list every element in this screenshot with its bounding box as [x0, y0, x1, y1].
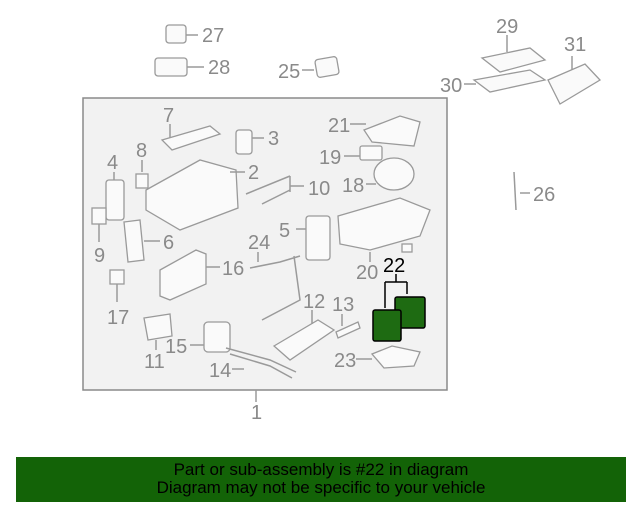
part-26[interactable]: [513, 171, 530, 211]
part-30[interactable]: [464, 69, 547, 93]
part-15[interactable]: [190, 321, 231, 353]
part-4[interactable]: [105, 172, 125, 221]
part-12[interactable]: [272, 310, 336, 361]
part-8[interactable]: [135, 160, 149, 189]
part-10[interactable]: [245, 175, 304, 205]
part-7[interactable]: [160, 124, 222, 151]
label-4: 4: [107, 152, 118, 174]
label-14: 14: [209, 360, 231, 382]
banner-line-2: Diagram may not be specific to your vehi…: [156, 478, 486, 497]
part-13[interactable]: [335, 314, 361, 339]
label-3: 3: [268, 128, 279, 150]
part-19[interactable]: [344, 145, 383, 161]
label-2: 2: [248, 162, 259, 184]
label-13: 13: [332, 294, 354, 316]
label-25: 25: [278, 61, 300, 83]
part-23[interactable]: [356, 345, 421, 369]
part-6[interactable]: [123, 219, 160, 263]
label-24: 24: [248, 232, 270, 254]
part-21[interactable]: [350, 115, 421, 147]
part-3[interactable]: [235, 129, 264, 155]
label-31: 31: [564, 34, 586, 56]
info-banner: Part or sub-assembly is #22 in diagram D…: [16, 457, 626, 502]
label-5: 5: [279, 220, 290, 242]
banner-line-1: Part or sub-assembly is #22 in diagram: [173, 460, 469, 479]
label-30: 30: [440, 75, 462, 97]
part-2[interactable]: [145, 159, 245, 231]
part-22-highlighted[interactable]: [372, 274, 426, 342]
label-10: 10: [308, 178, 330, 200]
part-28[interactable]: [154, 57, 204, 77]
label-11: 11: [144, 351, 165, 373]
part-29[interactable]: [480, 35, 547, 73]
label-17: 17: [107, 307, 129, 329]
label-7: 7: [163, 105, 174, 127]
label-12: 12: [303, 291, 325, 313]
label-20: 20: [356, 262, 378, 284]
part-9[interactable]: [91, 207, 107, 242]
label-6: 6: [163, 232, 174, 254]
part-27[interactable]: [165, 24, 198, 44]
part-5[interactable]: [296, 215, 331, 261]
label-8: 8: [136, 140, 147, 162]
part-17[interactable]: [109, 269, 125, 302]
label-15: 15: [165, 336, 187, 358]
label-19: 19: [319, 147, 341, 169]
part-31[interactable]: [547, 56, 602, 105]
part-20[interactable]: [337, 197, 431, 262]
part-11[interactable]: [143, 313, 173, 350]
label-23: 23: [334, 350, 356, 372]
part-25[interactable]: [302, 56, 340, 78]
label-1: 1: [251, 402, 262, 424]
label-29: 29: [496, 16, 518, 38]
part-24[interactable]: [249, 252, 301, 321]
label-21: 21: [328, 115, 350, 137]
part-14[interactable]: [225, 347, 297, 379]
label-22: 22: [383, 255, 405, 277]
label-18: 18: [342, 175, 364, 197]
part-16[interactable]: [159, 249, 220, 301]
part-18[interactable]: [366, 157, 415, 191]
label-28: 28: [208, 57, 230, 79]
label-16: 16: [222, 258, 244, 280]
label-9: 9: [94, 245, 105, 267]
label-26: 26: [533, 184, 555, 206]
label-27: 27: [202, 25, 224, 47]
